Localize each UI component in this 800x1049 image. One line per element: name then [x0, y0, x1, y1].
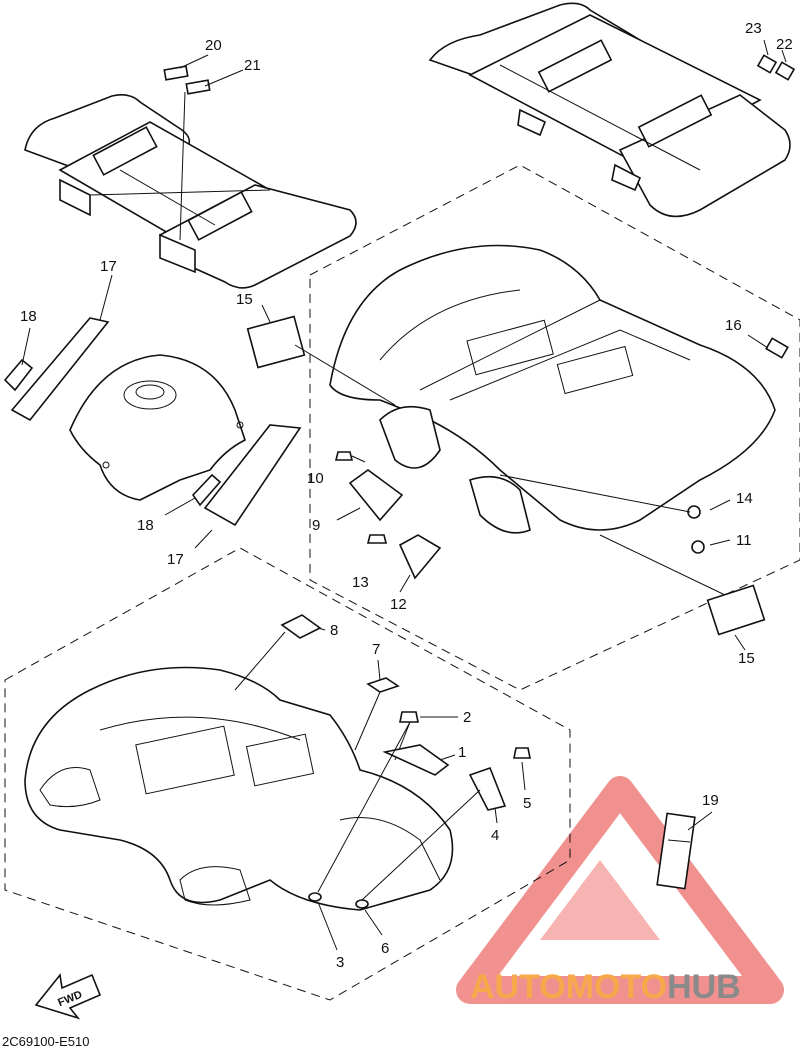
callout-20: 20: [205, 37, 222, 54]
badge-text: 4x4: [721, 604, 745, 624]
label-12: [398, 534, 442, 580]
callout-15-bottom: 15: [738, 650, 755, 667]
badge-15-4x4: 4x4: [706, 584, 766, 636]
grommet-6: [355, 899, 369, 909]
callout-11: 11: [736, 532, 752, 549]
callout-17-top: 17: [100, 258, 117, 275]
callout-numbers: 1 2 3 4 5 6 7 8 9 10 11 12 13 14 15 15 1…: [20, 20, 793, 971]
label-16: [765, 337, 789, 359]
callout-18-bottom: 18: [137, 517, 154, 534]
callout-2: 2: [463, 709, 471, 726]
fwd-arrow-icon: FWD: [34, 973, 102, 1020]
label-22: [774, 61, 796, 81]
label-21: [185, 79, 211, 95]
bolt-10: [334, 451, 354, 461]
callout-3: 3: [336, 954, 344, 971]
callout-6: 6: [381, 940, 389, 957]
label-1: [382, 744, 450, 776]
watermark-part2: HUB: [667, 968, 741, 1006]
label-7: [366, 677, 400, 693]
callout-10: 10: [307, 470, 324, 487]
watermark-text: AUTOMOTOHUB: [470, 968, 741, 1006]
callout-8: 8: [330, 622, 338, 639]
decal-18-lower: [191, 473, 222, 507]
callout-17-bottom: 17: [167, 551, 184, 568]
callout-14: 14: [736, 490, 753, 507]
watermark-logo: [456, 776, 784, 1004]
callout-7: 7: [372, 641, 380, 658]
tank-cover: [69, 354, 246, 501]
callout-16: 16: [725, 317, 742, 334]
rear-fender: [329, 244, 776, 534]
decal-18-upper: [3, 358, 34, 392]
grommet-3: [308, 892, 322, 902]
label-20: [163, 65, 189, 81]
bolt-2: [399, 711, 419, 723]
callout-18-top: 18: [20, 308, 37, 325]
rear-carrier: [428, 2, 791, 218]
label-23: [756, 54, 778, 74]
callout-23: 23: [745, 20, 762, 37]
bolt-13: [366, 534, 388, 544]
label-8: [280, 614, 322, 639]
label-4: [468, 766, 507, 811]
callout-21: 21: [244, 57, 261, 74]
front-fender: [24, 666, 454, 911]
label-15-top: [246, 315, 306, 369]
front-carrier: [24, 94, 357, 289]
callout-4: 4: [491, 827, 499, 844]
label-9: [348, 469, 404, 522]
rear-fender-group-boundary: [309, 164, 800, 691]
front-fender-group-boundary: [4, 547, 571, 1001]
callout-13: 13: [352, 574, 369, 591]
watermark-part1: AUTOMOTO: [470, 968, 667, 1006]
callout-9: 9: [312, 517, 320, 534]
callout-1: 1: [458, 744, 466, 761]
callout-12: 12: [390, 596, 407, 613]
grommet-11: [691, 540, 705, 554]
callout-22: 22: [776, 36, 793, 53]
callout-19: 19: [702, 792, 719, 809]
drawing-code: 2C69100-E510: [2, 1034, 89, 1049]
callout-15-top: 15: [236, 291, 253, 308]
label-19: [656, 812, 696, 890]
callout-5: 5: [523, 795, 531, 812]
decal-17-upper: [10, 317, 110, 422]
bolt-5: [513, 747, 531, 759]
